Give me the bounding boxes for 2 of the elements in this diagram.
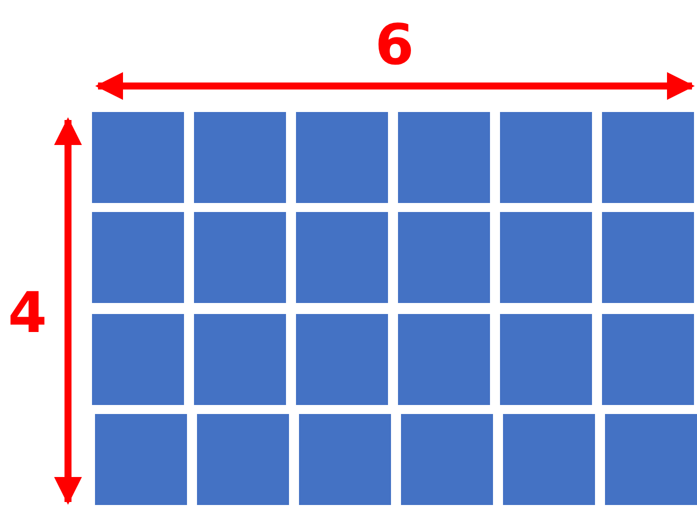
dimension-label: 4: [8, 286, 47, 342]
dimension-label: 6: [375, 18, 414, 74]
